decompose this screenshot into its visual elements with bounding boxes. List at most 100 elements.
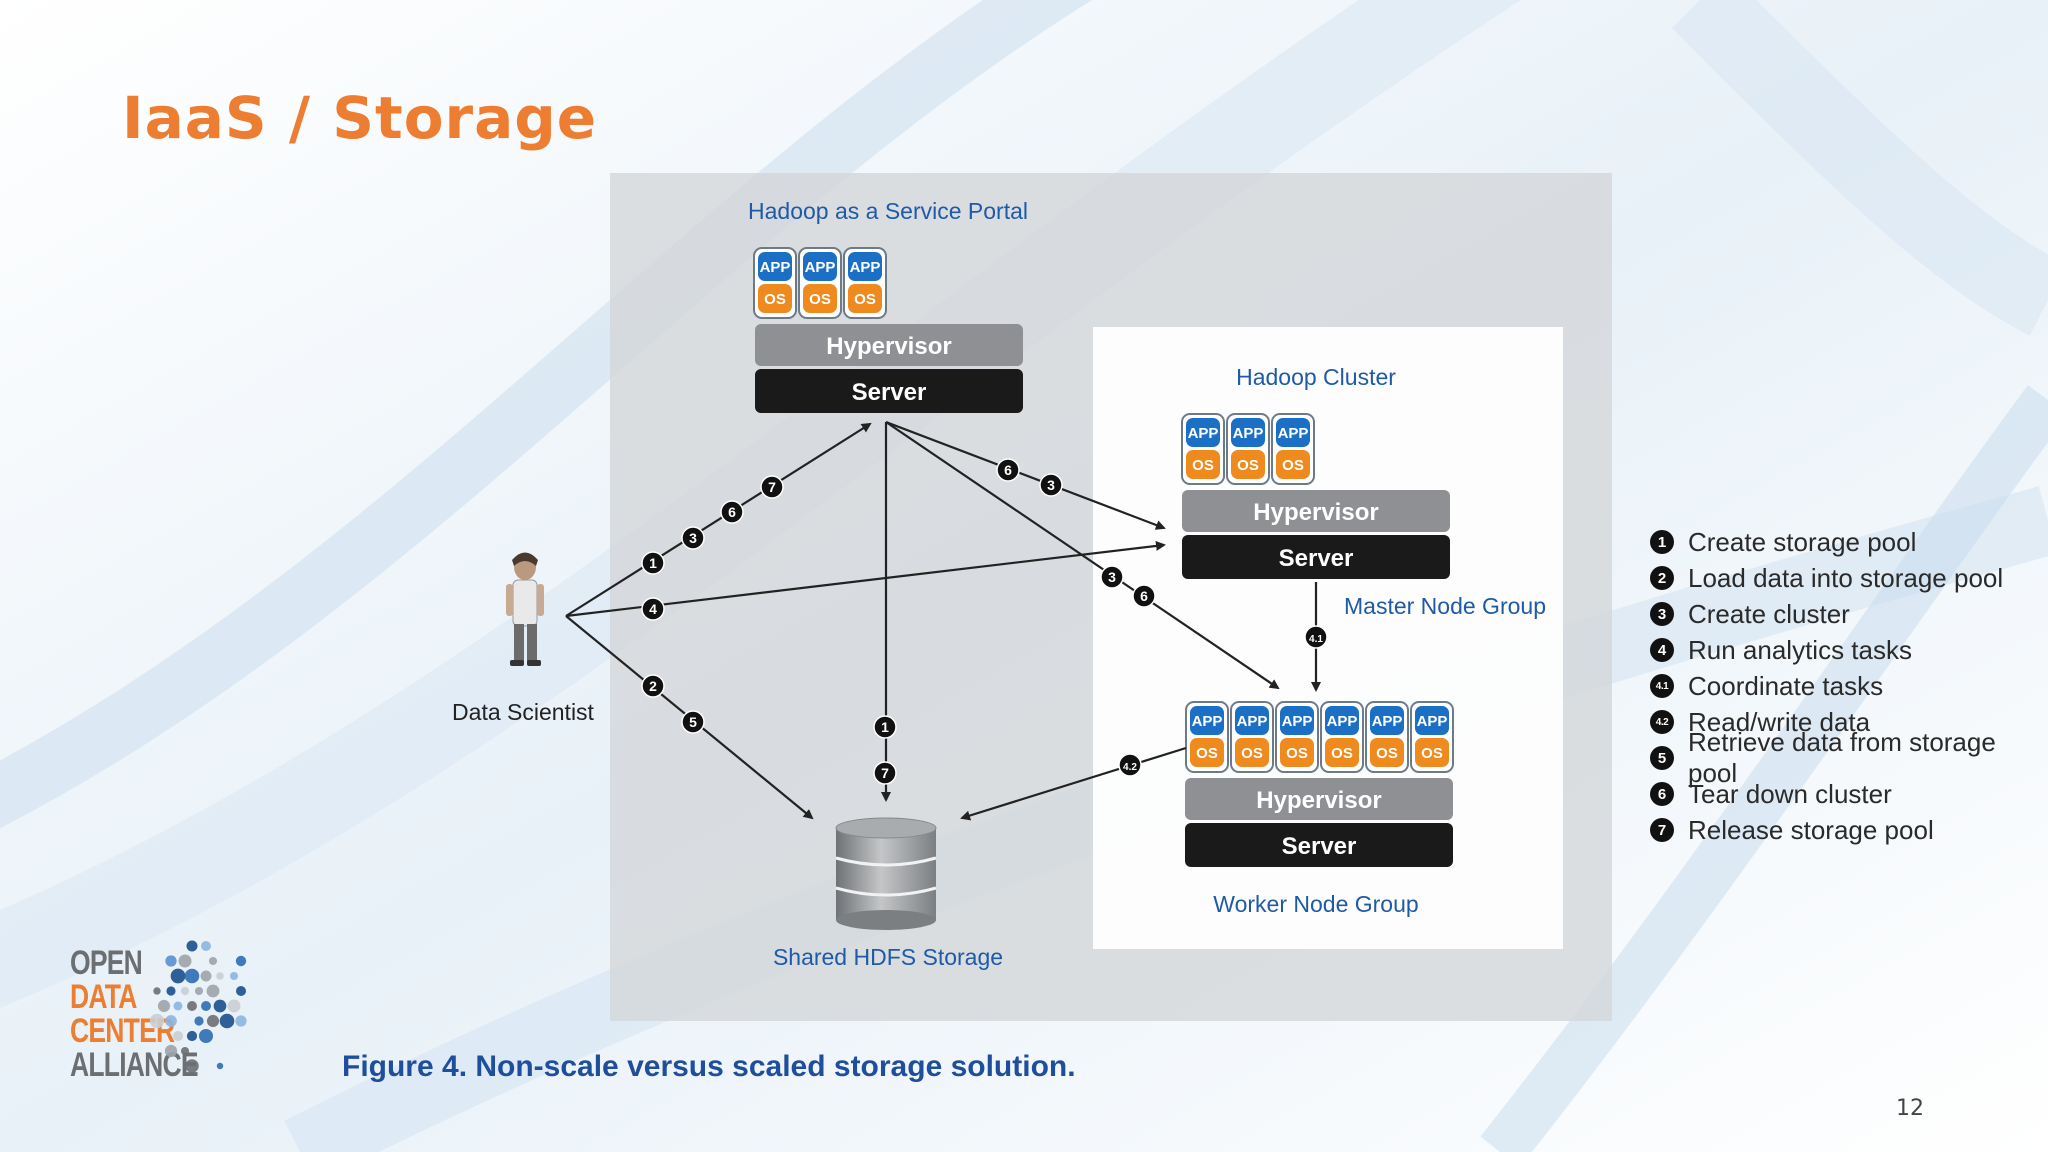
legend-step-text: Create cluster — [1688, 598, 1850, 629]
worker-server — [1185, 823, 1453, 867]
storage-label: Shared HDFS Storage — [773, 944, 1003, 970]
arrow-scientist-portal — [565, 422, 872, 617]
step-badge: 2 — [641, 674, 665, 698]
arrow-worker-storage — [960, 746, 1187, 821]
logo-dot — [149, 1013, 165, 1029]
app-label: APP — [1282, 713, 1313, 730]
master-hypervisor-label: Hypervisor — [1253, 499, 1378, 526]
logo-dot — [157, 999, 171, 1013]
logo-dot — [213, 999, 227, 1013]
step-badge: 4 — [641, 597, 665, 621]
master-node-group-label: Master Node Group — [1344, 593, 1546, 619]
app-label: APP — [850, 259, 881, 276]
logo-dot — [208, 956, 218, 966]
logo-dot — [164, 1044, 178, 1058]
worker-node-group-label: Worker Node Group — [1213, 891, 1418, 917]
slide-title: IaaS / Storage — [122, 84, 598, 152]
legend-step-text: Read/write data — [1688, 706, 1871, 737]
portal-server-label: Server — [852, 379, 927, 406]
logo-dot — [198, 1028, 214, 1044]
svg-text:7: 7 — [768, 479, 776, 495]
arrow-scientist-master — [565, 540, 1166, 618]
worker-server-label: Server — [1282, 833, 1357, 860]
svg-text:3: 3 — [1047, 477, 1055, 493]
arrow-portal-worker — [885, 421, 1280, 690]
os-label: OS — [1241, 745, 1263, 762]
logo-dot — [178, 954, 192, 968]
data-scientist-label: Data Scientist — [452, 699, 595, 725]
step-badge: 7 — [760, 475, 784, 499]
worker-hypervisor-label: Hypervisor — [1256, 787, 1381, 814]
app-label: APP — [1417, 713, 1448, 730]
hadoop-cluster-label: Hadoop Cluster — [1236, 364, 1396, 390]
logo-dot — [187, 1001, 197, 1011]
app-label: APP — [1192, 713, 1223, 730]
app-label: APP — [760, 259, 791, 276]
os-label: OS — [1196, 745, 1218, 762]
svg-text:4.1: 4.1 — [1309, 634, 1323, 645]
logo-dot — [165, 955, 177, 967]
logo-dot — [165, 1015, 177, 1027]
svg-text:1: 1 — [649, 555, 657, 571]
logo-dot — [153, 987, 161, 995]
figure-caption: Figure 4. Non-scale versus scaled storag… — [342, 1050, 1076, 1083]
logo-dot — [170, 968, 186, 984]
legend-step-number: 1 — [1650, 530, 1674, 554]
step-badge: 5 — [681, 710, 705, 734]
master-vm-1: APP OS — [1181, 413, 1225, 485]
legend-step-number: 6 — [1650, 782, 1674, 806]
logo-dot — [219, 1013, 235, 1029]
logo-dot — [186, 1030, 198, 1042]
app-label: APP — [1278, 425, 1309, 442]
legend-step-text: Run analytics tasks — [1688, 634, 1912, 665]
logo-dot — [235, 1015, 247, 1027]
logo-dot — [180, 1046, 190, 1056]
svg-text:2: 2 — [649, 678, 657, 694]
logo-dot — [201, 941, 211, 951]
legend-step-text: Retrieve data from storage pool — [1688, 727, 1996, 788]
svg-text:6: 6 — [1140, 588, 1148, 604]
logo-dot — [235, 955, 247, 967]
logo-dot — [184, 968, 200, 984]
legend-step-number: 5 — [1650, 746, 1674, 770]
logo-line-open: OPEN — [70, 944, 143, 982]
app-label: APP — [1372, 713, 1403, 730]
svg-text:7: 7 — [881, 765, 889, 781]
legend-step-text: Tear down cluster — [1688, 778, 1892, 809]
app-label: APP — [1327, 713, 1358, 730]
logo-dot — [185, 1059, 199, 1073]
master-server-label: Server — [1279, 545, 1354, 572]
portal-hypervisor-label: Hypervisor — [826, 333, 951, 360]
logo-dot — [235, 985, 247, 997]
logo-dot — [172, 1030, 184, 1042]
step-badge: 6 — [1132, 584, 1156, 608]
app-label: APP — [1188, 425, 1219, 442]
svg-text:3: 3 — [689, 530, 697, 546]
os-label: OS — [1286, 745, 1308, 762]
logo-line-data: DATA — [70, 978, 137, 1016]
portal-server — [755, 369, 1023, 413]
os-label: OS — [1192, 457, 1214, 474]
step-badge: 4.1 — [1304, 625, 1328, 649]
os-label: OS — [1421, 745, 1443, 762]
legend-step-number: 4 — [1650, 638, 1674, 662]
legend-step-text: Coordinate tasks — [1688, 670, 1884, 701]
logo-dot — [227, 999, 241, 1013]
legend-item: 6 Tear down cluster — [1650, 776, 2048, 812]
app-label: APP — [805, 259, 836, 276]
arrow-portal-master — [885, 420, 1166, 530]
svg-text:4: 4 — [649, 601, 657, 617]
logo-dot — [216, 1062, 224, 1070]
worker-vm-6: APP OS — [1410, 701, 1454, 773]
